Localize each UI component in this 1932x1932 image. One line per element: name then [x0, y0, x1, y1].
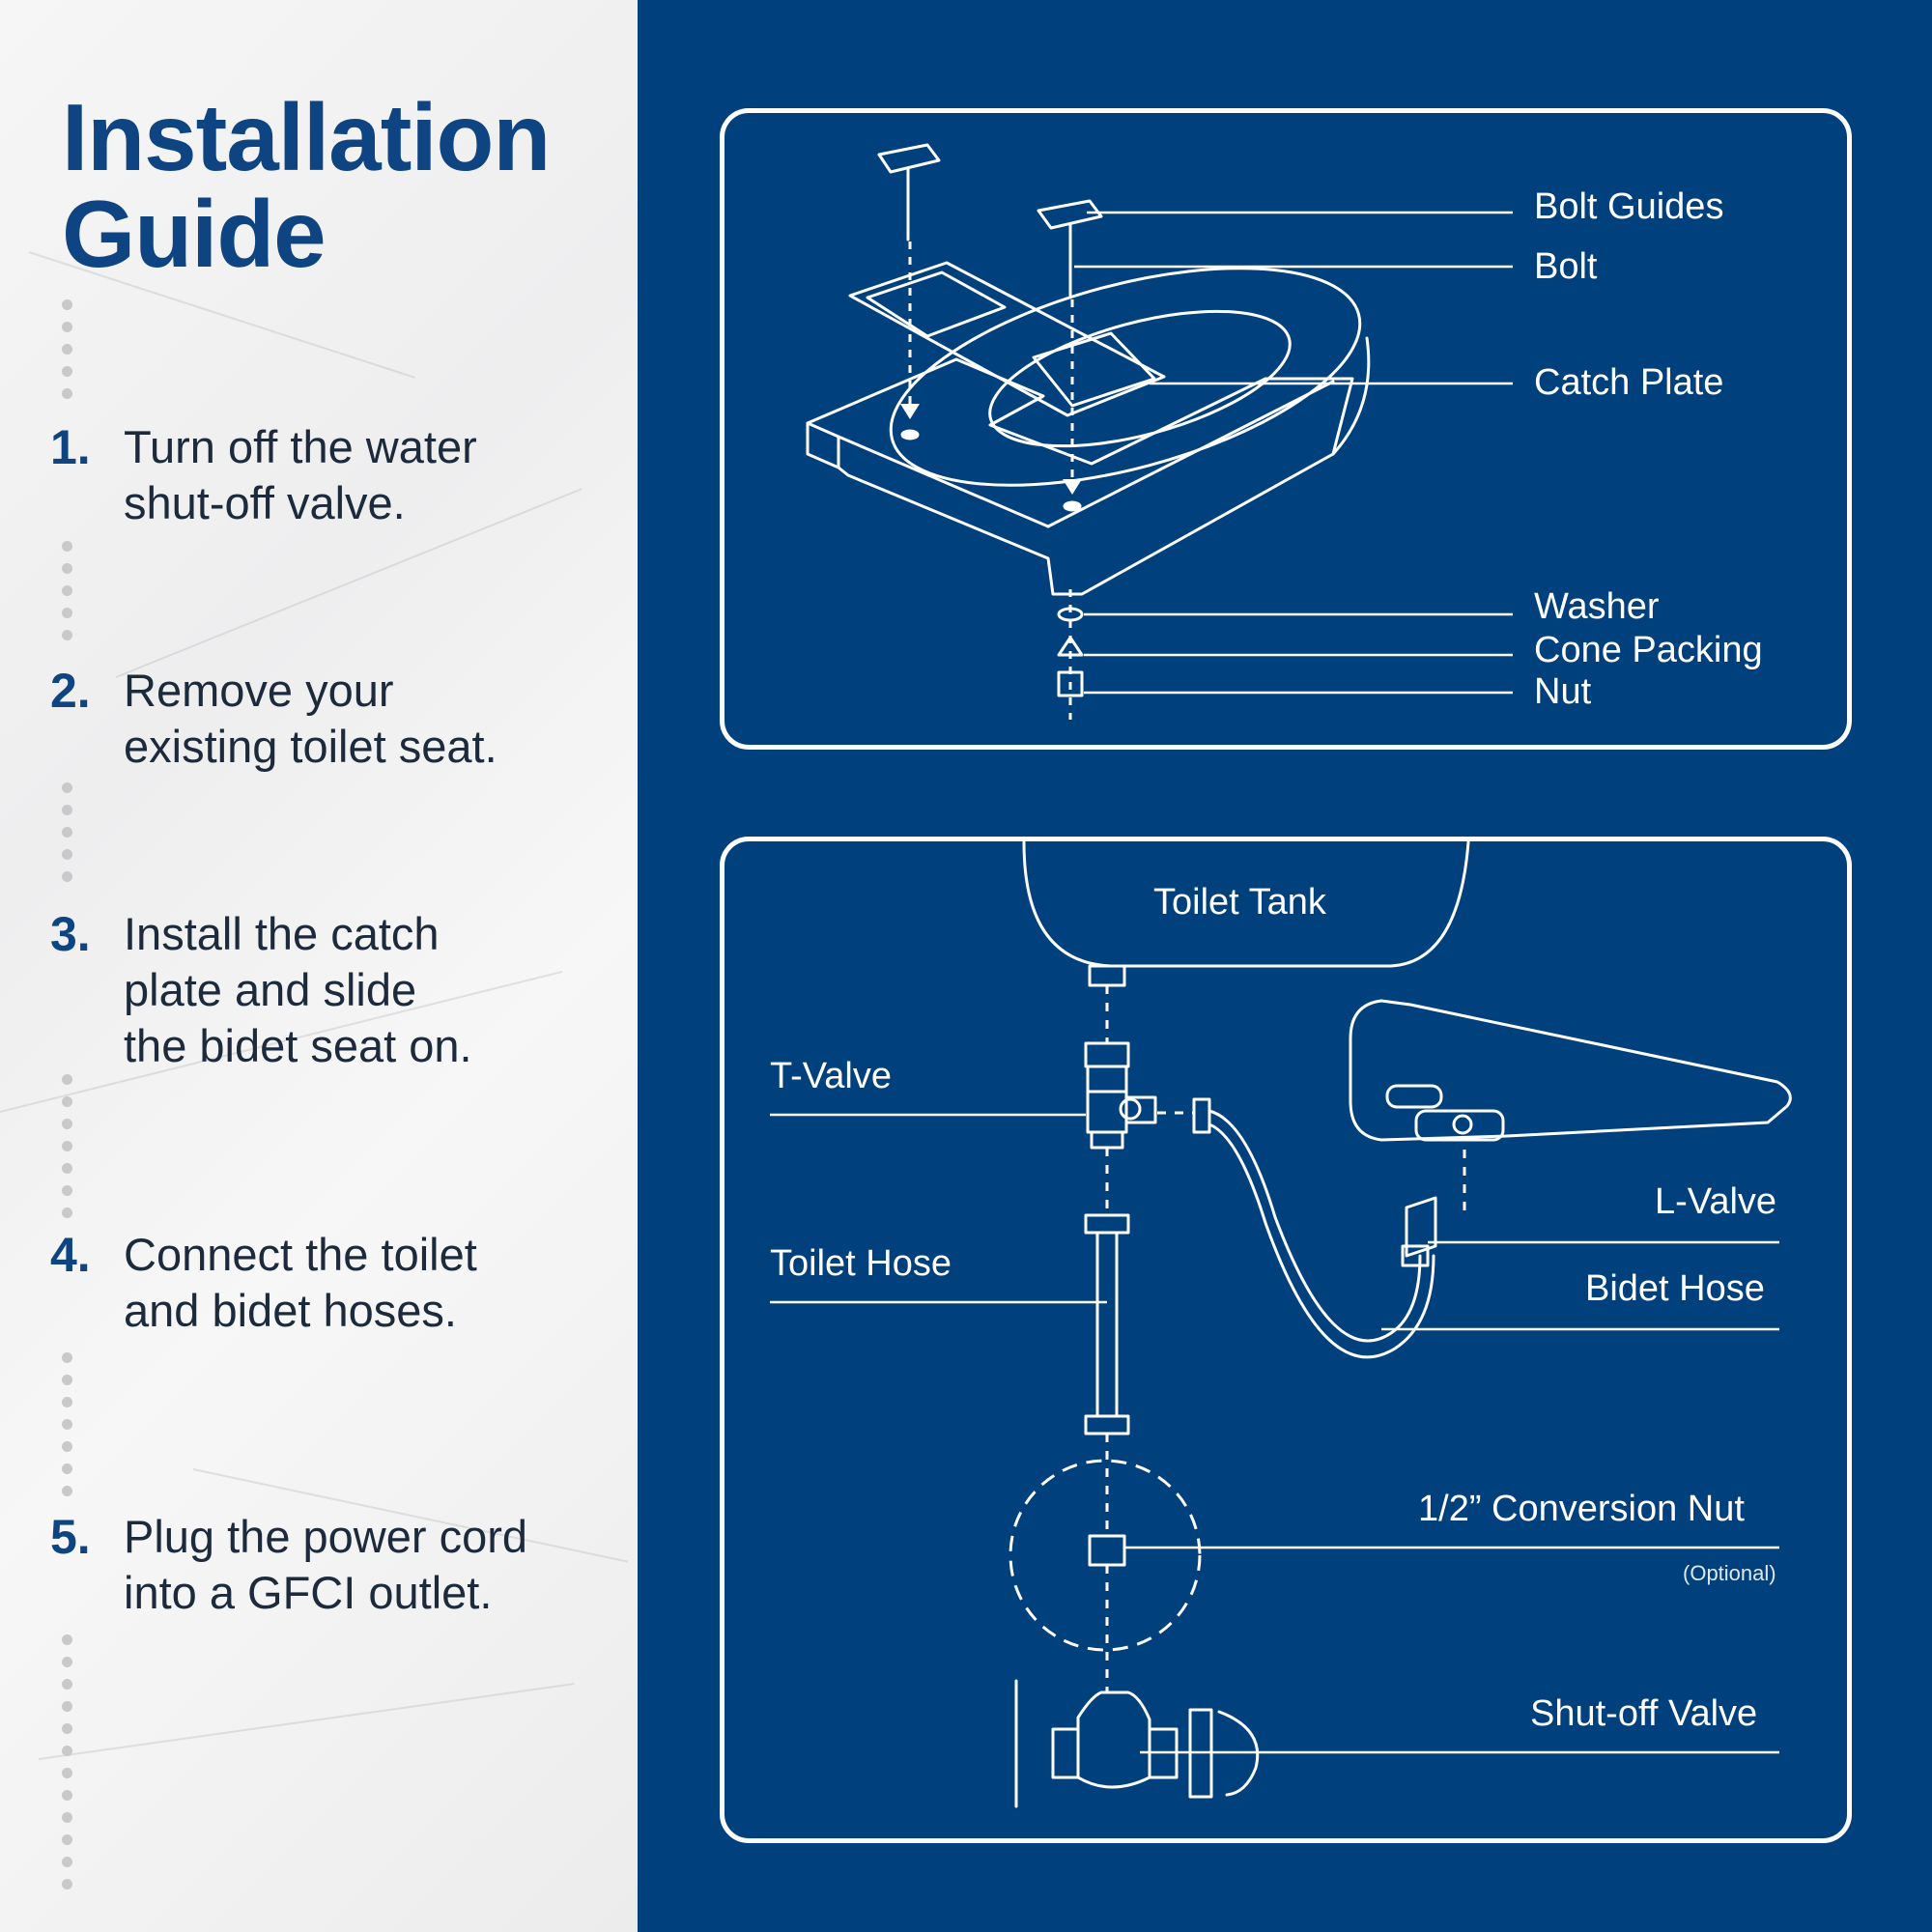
dot-connector: [62, 782, 73, 894]
step-text: Connect the toilet and bidet hoses.: [124, 1229, 477, 1336]
bidet-seat-shape: [1349, 999, 1792, 1142]
step-number: 4.: [50, 1228, 91, 1282]
label-bidet-hose: Bidet Hose: [1585, 1268, 1765, 1309]
label-cone-packing: Cone Packing: [1534, 630, 1763, 670]
title-line-2: Guide: [62, 181, 327, 287]
step-number: 3.: [50, 907, 91, 961]
dot-connector: [62, 299, 73, 411]
label-l-valve: L-Valve: [1655, 1181, 1777, 1222]
label-bolt: Bolt: [1534, 246, 1598, 287]
label-toilet-tank: Toilet Tank: [1153, 882, 1326, 923]
label-shutoff-valve: Shut-off Valve: [1530, 1693, 1758, 1734]
step-text: Install the catch plate and slide the bi…: [124, 908, 472, 1071]
toilet-hose-top-fitting: [1084, 1213, 1130, 1235]
label-t-valve: T-Valve: [770, 1056, 893, 1096]
label-conversion-nut: 1/2” Conversion Nut: [1418, 1489, 1745, 1529]
label-optional: (Optional): [1683, 1561, 1776, 1585]
label-bolt-guides: Bolt Guides: [1534, 186, 1724, 227]
label-catch-plate: Catch Plate: [1534, 362, 1724, 403]
dot-connector: [62, 1352, 73, 1508]
l-valve-shape: [1405, 1196, 1437, 1258]
catch-plate-shape: [848, 261, 1166, 417]
optional-circle: [1009, 1459, 1202, 1652]
dot-connector: [62, 541, 73, 652]
bolt-guide-left: [877, 143, 941, 174]
title-line-1: Installation: [62, 84, 551, 190]
shutoff-valve-shape: [1076, 1690, 1151, 1789]
toilet-tank-shape: [1022, 840, 1470, 968]
t-valve-shape: [1084, 1041, 1130, 1068]
step-text: Turn off the water shut-off valve.: [124, 421, 477, 528]
step-text: Remove your existing toilet seat.: [124, 665, 497, 772]
dot-connector: [62, 1074, 73, 1230]
label-washer: Washer: [1534, 586, 1660, 627]
seat-opening: [988, 309, 1292, 448]
plumbing-diagram-panel: [720, 837, 1852, 1843]
dot-connector: [62, 1634, 73, 1901]
bolt-guide-right: [1037, 199, 1103, 230]
seat-ring: [889, 267, 1362, 487]
step-text: Plug the power cord into a GFCI outlet.: [124, 1511, 528, 1618]
label-toilet-hose: Toilet Hose: [770, 1243, 952, 1284]
step-number: 2.: [50, 664, 91, 718]
page-title: Installation Guide: [62, 89, 551, 282]
step-number: 1.: [50, 420, 91, 474]
step-number: 5.: [50, 1510, 91, 1564]
label-nut: Nut: [1534, 671, 1592, 712]
seat-diagram-panel: [720, 108, 1852, 750]
conversion-nut-shape: [1088, 1534, 1126, 1567]
instructions-column: Installation Guide 1. Turn off the water…: [0, 0, 638, 1932]
bidet-hose-shape: [1208, 1109, 1422, 1343]
